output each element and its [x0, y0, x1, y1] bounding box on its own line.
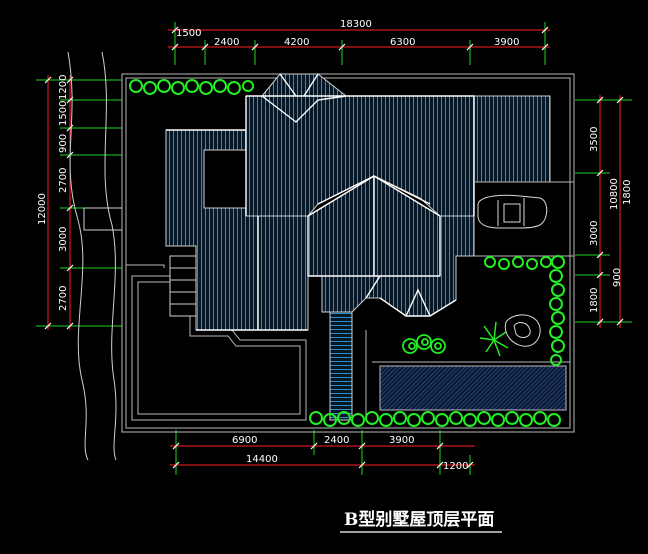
paved-terrace	[379, 365, 567, 411]
right-overall-alt-dim: 1800	[622, 180, 633, 205]
roof-ridges	[166, 73, 475, 331]
roof-planes	[165, 73, 551, 421]
steps	[169, 255, 197, 317]
bottom-overall-dim: 14400	[246, 454, 278, 465]
hedge-right	[484, 255, 565, 366]
top-dim-2: 2400	[214, 37, 239, 48]
bridge-landing	[83, 207, 123, 231]
top-dim-1: 1500	[176, 28, 201, 39]
left-dim-5: 3000	[58, 227, 69, 252]
left-dim-4: 2700	[58, 168, 69, 193]
palm-tree-icon	[479, 321, 509, 357]
river-edge	[67, 51, 117, 461]
hedge-bottom	[309, 411, 561, 427]
right-dim-4: 1800	[589, 288, 600, 313]
top-overall-dim: 18300	[340, 19, 372, 30]
top-dimensions: 18300 1500 2400 4200 6300 3900	[168, 19, 550, 65]
bottom-offset-dim: 1200	[443, 461, 468, 472]
top-dim-4: 6300	[390, 37, 415, 48]
shrub-cluster-icon	[402, 334, 446, 354]
site-boundary	[121, 73, 575, 433]
right-dimensions: 3500 3000 900 1800 10800 1800	[575, 95, 633, 328]
left-dim-3: 900	[58, 134, 69, 153]
top-dim-5: 3900	[494, 37, 519, 48]
bottom-dim-2: 2400	[324, 435, 349, 446]
walkway-lines	[365, 330, 570, 420]
hedge-top	[129, 79, 254, 95]
top-dim-3: 4200	[284, 37, 309, 48]
car-icon	[477, 194, 548, 229]
bottom-dim-3: 3900	[389, 435, 414, 446]
left-dim-6: 2700	[58, 286, 69, 311]
rock-garden	[504, 314, 541, 347]
right-dim-2: 3000	[589, 221, 600, 246]
left-dimensions: 12000 1200 1500 900 2700 3000 2700	[36, 75, 122, 330]
right-dim-1: 3500	[589, 127, 600, 152]
left-dim-1: 1200	[58, 75, 69, 100]
right-overall-dim: 10800	[609, 178, 620, 210]
bottom-dim-1: 6900	[232, 435, 257, 446]
bottom-dimensions: 6900 2400 3900 14400 1200	[170, 430, 475, 475]
left-overall-dim: 12000	[37, 193, 48, 225]
left-dim-2: 1500	[58, 101, 69, 126]
right-dim-3: 900	[612, 268, 623, 287]
drawing-title: B型别墅屋顶层平面	[344, 509, 494, 530]
